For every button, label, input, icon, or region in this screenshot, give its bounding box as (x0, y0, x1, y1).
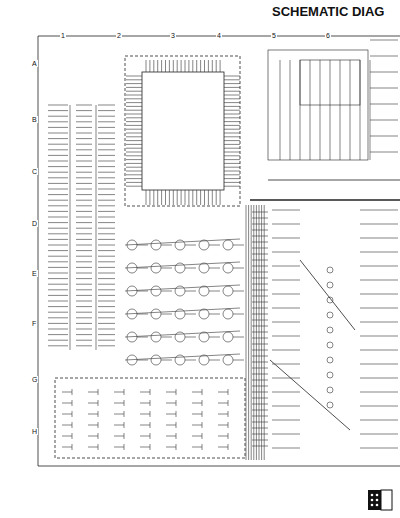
grid-reference: H (31, 428, 38, 435)
grid-reference: 2 (116, 32, 122, 39)
grid-reference: C (31, 168, 38, 175)
grid-reference: 1 (60, 32, 66, 39)
grid-reference: B (31, 116, 38, 123)
grid-reference: A (31, 60, 38, 67)
page-title: SCHEMATIC DIAG (272, 5, 384, 18)
grid-reference: E (31, 270, 38, 277)
grid-reference: 4 (216, 32, 222, 39)
grid-reference: 5 (271, 32, 277, 39)
grid-reference: 6 (325, 32, 331, 39)
grid-reference: D (31, 220, 38, 227)
grid-reference: F (31, 320, 37, 327)
grid-reference: 3 (170, 32, 176, 39)
grid-reference: G (31, 376, 38, 383)
